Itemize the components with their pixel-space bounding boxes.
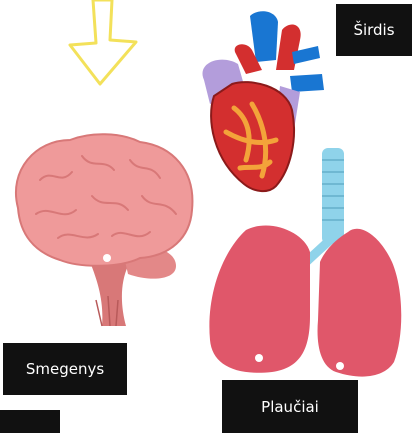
brain-illustration <box>16 134 192 326</box>
label-brain: Smegenys <box>3 343 127 395</box>
label-heart-text: Širdis <box>353 21 394 39</box>
brain-pointer-dot <box>103 254 111 262</box>
heart-illustration <box>203 11 324 191</box>
label-partial <box>0 410 60 433</box>
label-lungs-text: Plaučiai <box>261 398 319 416</box>
lungs-illustration <box>209 148 401 377</box>
label-brain-text: Smegenys <box>26 360 104 378</box>
label-heart: Širdis <box>336 4 412 56</box>
down-arrow-icon <box>70 0 136 84</box>
label-lungs: Plaučiai <box>222 380 358 433</box>
lung-left-pointer-dot <box>255 354 263 362</box>
lung-right-pointer-dot <box>336 362 344 370</box>
